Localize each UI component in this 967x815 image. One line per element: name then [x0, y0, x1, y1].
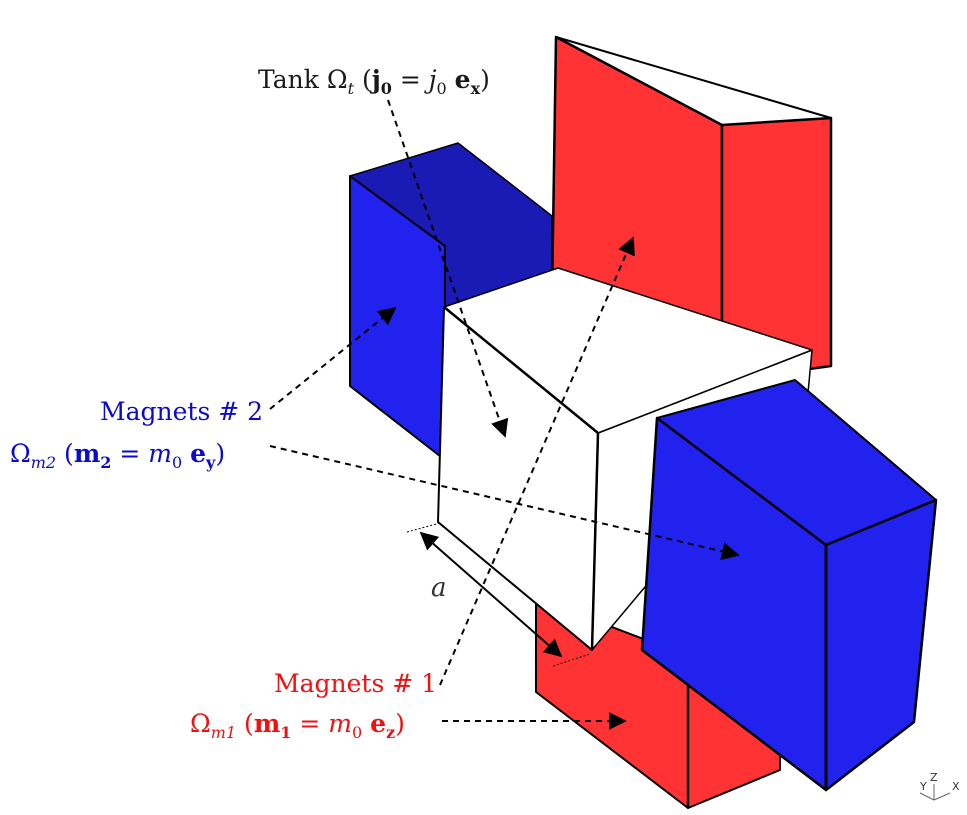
- magnet-1-top-right-face: [720, 116, 833, 383]
- leader-tank: [387, 99, 509, 438]
- tank-label: Tank Ωt (j0 = j0 ex): [258, 65, 490, 98]
- axis-z-label: Z: [930, 771, 938, 784]
- dimension-label: a: [431, 573, 447, 603]
- dimension-tick-left: [406, 522, 441, 533]
- leader-arrows: [269, 99, 740, 730]
- dimension-a: a: [406, 522, 591, 667]
- tank-top-edge: [443, 306, 599, 434]
- axis-y-line: [919, 792, 935, 801]
- axis-x-line: [933, 792, 951, 801]
- magnets-2-formula: Ωm2 (m2 = m0 ey): [10, 439, 225, 472]
- leader-magnets2-front: [269, 445, 740, 561]
- dimension-arrow: [419, 531, 563, 658]
- magnet-2-front-block: [640, 379, 938, 792]
- magnet-2-front-right-face: [824, 498, 938, 792]
- axis-y-label: Y: [919, 780, 927, 793]
- magnets-1-title: Magnets # 1: [274, 669, 437, 698]
- leader-magnets2-back: [269, 306, 397, 410]
- magnet-1-top-upper-edge: [555, 36, 832, 119]
- tank-vertical-edge: [590, 432, 600, 651]
- leader-magnets1-top: [439, 236, 635, 686]
- axis-x-label: X: [952, 780, 960, 793]
- axis-triad: Y Z X: [919, 771, 960, 801]
- dimension-tick-right: [552, 653, 591, 667]
- magnets-1-formula: Ωm1 (m1 = m0 ez): [190, 709, 405, 742]
- magnets-2-title: Magnets # 2: [100, 397, 263, 426]
